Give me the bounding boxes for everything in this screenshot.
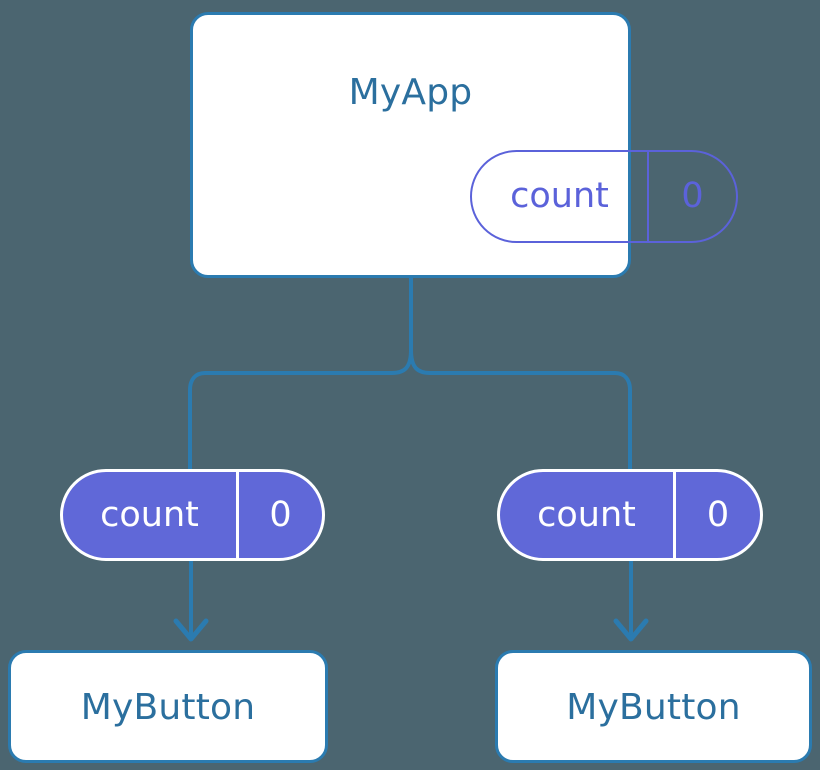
- state-pill-child-left[interactable]: count 0: [60, 469, 325, 561]
- component-title-mybutton: MyButton: [80, 687, 256, 728]
- state-pill-child-right[interactable]: count 0: [497, 469, 763, 561]
- branch-line-left: [188, 349, 413, 470]
- arrow-head-right: [613, 618, 649, 642]
- branch-line-right: [409, 349, 632, 470]
- component-title-mybutton: MyButton: [566, 687, 741, 728]
- component-card-mybutton-left[interactable]: MyButton: [8, 650, 328, 763]
- state-pill-root[interactable]: count 0: [470, 150, 738, 243]
- component-card-myapp[interactable]: MyApp count 0: [190, 12, 738, 278]
- state-value-label: 0: [647, 152, 736, 241]
- state-key-label: count: [510, 176, 609, 216]
- state-value-label: 0: [673, 472, 760, 558]
- component-title-myapp: MyApp: [348, 72, 473, 113]
- arrow-head-left: [173, 618, 209, 642]
- state-value-label: 0: [236, 472, 322, 558]
- state-key-label: count: [100, 494, 199, 535]
- component-card-mybutton-right[interactable]: MyButton: [495, 650, 812, 763]
- state-key-label: count: [537, 494, 636, 535]
